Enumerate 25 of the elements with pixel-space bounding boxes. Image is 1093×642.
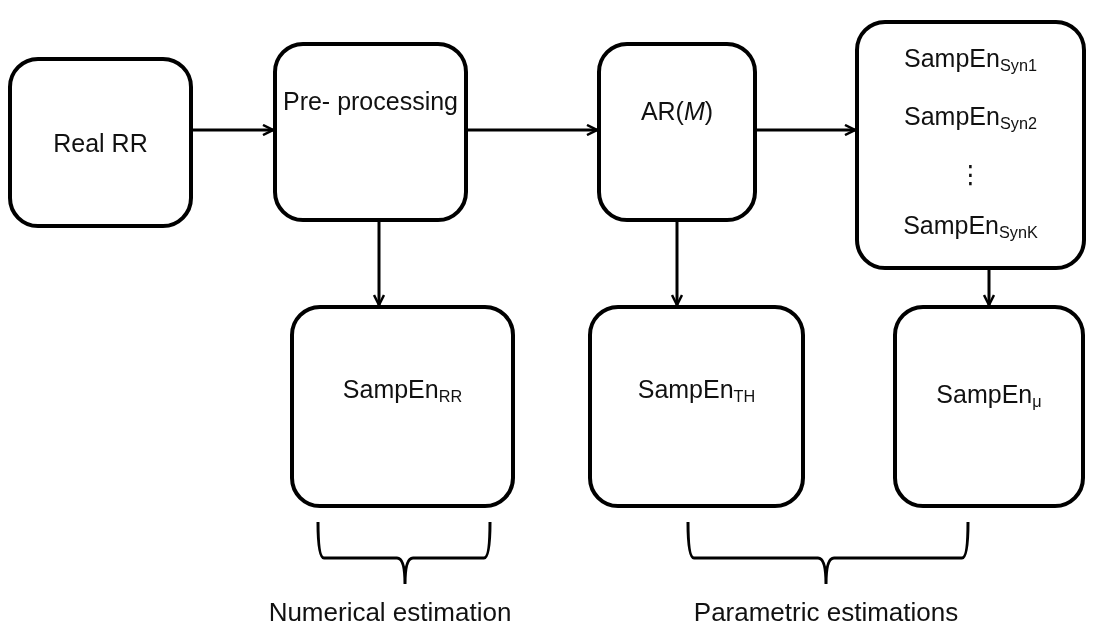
process-box <box>273 42 468 222</box>
arrow <box>372 222 386 307</box>
node-label: Pre- processing <box>282 86 459 116</box>
arrow <box>757 123 857 137</box>
result-box <box>893 305 1085 508</box>
node-label: ⋮ <box>958 159 983 190</box>
arrow <box>468 123 599 137</box>
arrow <box>193 123 275 137</box>
arrow <box>670 222 684 307</box>
node-label: SampEn$_{Syn2}$ <box>904 100 1037 134</box>
process-box <box>8 57 193 228</box>
result-box <box>588 305 805 508</box>
bracket-label: Parametric estimations <box>693 597 959 628</box>
arrow <box>982 270 996 307</box>
node-label: SampEn$_{TH}$ <box>637 374 756 408</box>
node-label: AR(M) <box>640 96 714 126</box>
node-label: SampEn$_{μ}$ <box>936 379 1042 413</box>
process-box <box>597 42 757 222</box>
bracket-label: Numerical estimation <box>268 597 512 628</box>
node-label: Real RR <box>53 127 148 158</box>
node-label: SampEn$_{SynK}$ <box>903 210 1038 244</box>
node-label: SampEn$_{Syn1}$ <box>904 42 1037 76</box>
result-box <box>290 305 515 508</box>
process-box <box>855 20 1086 270</box>
node-label: SampEn$_{RR}$ <box>342 374 463 408</box>
